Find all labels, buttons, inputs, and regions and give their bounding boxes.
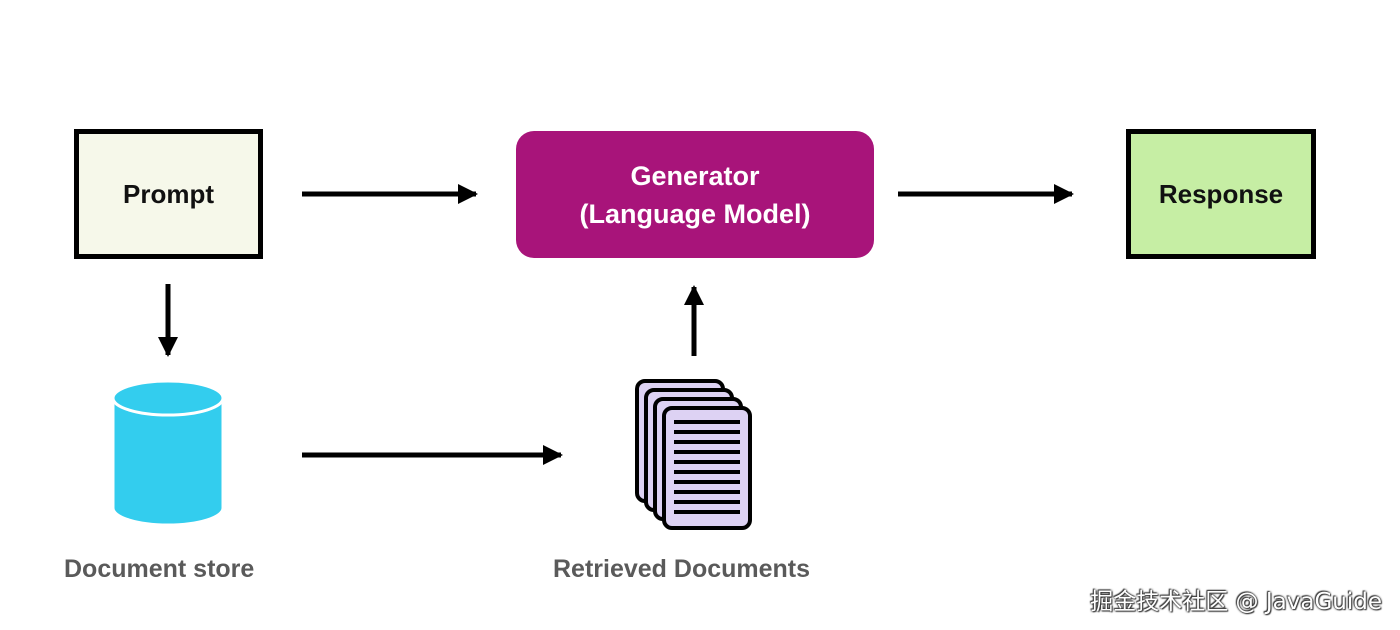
watermark: 掘金技术社区 @ JavaGuide xyxy=(1090,589,1382,615)
database-icon xyxy=(111,379,225,527)
generator-node: Generator (Language Model) xyxy=(516,131,874,258)
prompt-node: Prompt xyxy=(74,129,263,259)
response-label: Response xyxy=(1158,178,1284,209)
response-node: Response xyxy=(1126,129,1316,259)
document-store-label: Document store xyxy=(64,555,255,583)
generator-label-line1: Generator xyxy=(630,160,760,191)
document-sheet xyxy=(662,406,752,530)
generator-label-line2: (Language Model) xyxy=(579,198,811,229)
documents-stack-icon xyxy=(635,379,752,530)
prompt-label: Prompt xyxy=(123,178,214,209)
retrieved-documents-label: Retrieved Documents xyxy=(553,555,811,583)
